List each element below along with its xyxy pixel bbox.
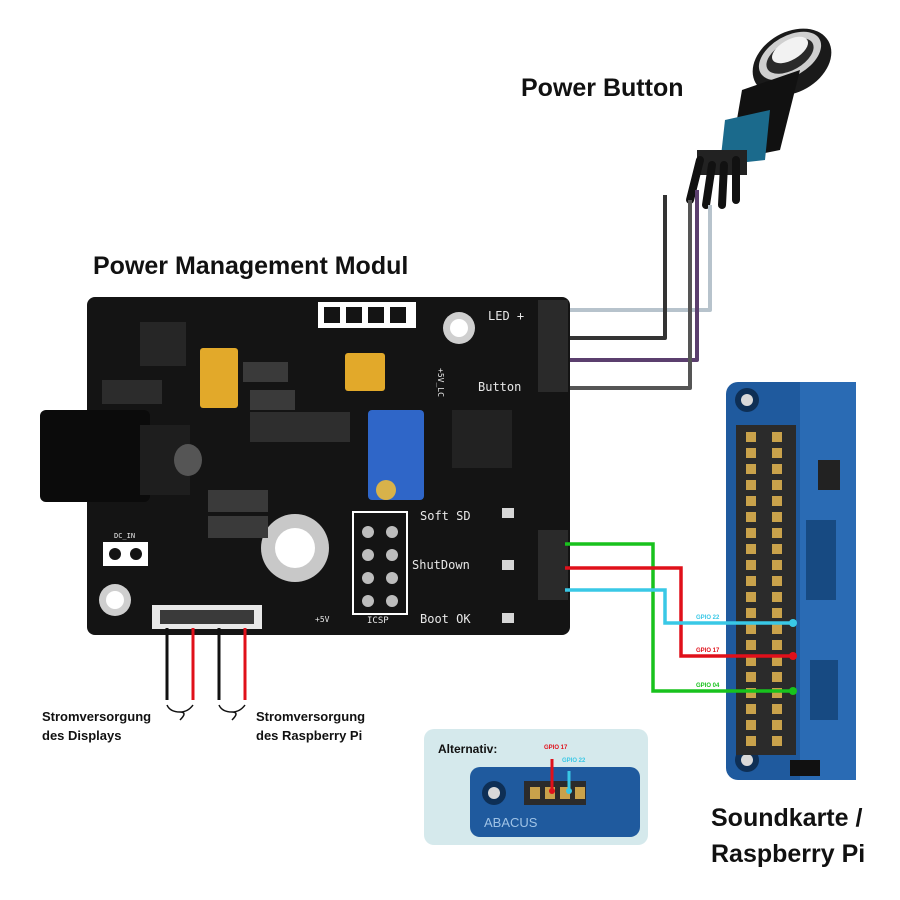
gpio-wires [565, 542, 793, 693]
pi-header-pin [772, 448, 782, 458]
pcb-label-shutdown: ShutDown [412, 558, 470, 572]
caption-display-line2: des Displays [42, 728, 122, 743]
pi-header-pin [746, 672, 756, 682]
pi-header-pin [772, 480, 782, 490]
inset-board-text: ABACUS [484, 815, 538, 830]
pi-header-pin [746, 720, 756, 730]
pi-header-pin [772, 704, 782, 714]
pi-header-pin [746, 688, 756, 698]
power-cables [165, 628, 247, 721]
inset-title: Alternativ: [438, 742, 497, 756]
pi-header-pin [772, 736, 782, 746]
pi-header-pin [772, 464, 782, 474]
pi-header-pin [772, 432, 782, 442]
pi-header-pin [772, 640, 782, 650]
power-button-component [686, 28, 832, 209]
button-wires [565, 190, 712, 390]
inset-gpio17-label: GPIO 17 [544, 745, 568, 751]
pi-header-pin [772, 528, 782, 538]
soundkarte-title-line1: Soundkarte / [711, 804, 863, 832]
pi-header-pin [772, 576, 782, 586]
power-management-board: LED + Button Soft SD ShutDown Boot OK IC… [40, 297, 570, 635]
soundkarte-title-line2: Raspberry Pi [711, 840, 866, 868]
pi-header-pin [772, 720, 782, 730]
pi-header-pins [746, 432, 782, 746]
power-button-title: Power Button [521, 74, 684, 102]
pi-header-pin [772, 544, 782, 554]
pi-header-pin [746, 480, 756, 490]
pi-header-pin [746, 432, 756, 442]
pcb-label-boot-ok: Boot OK [420, 612, 471, 626]
inset-gpio22-label: GPIO 22 [562, 758, 586, 764]
soundcard-board [726, 382, 856, 780]
pi-header-pin [772, 560, 782, 570]
pi-header-pin [746, 624, 756, 634]
pcb-label-dc-in: DC_IN [114, 532, 135, 540]
gpio17-label: GPIO 17 [696, 648, 720, 654]
pi-header-pin [746, 512, 756, 522]
pi-header-pin [746, 496, 756, 506]
pi-header-pin [746, 704, 756, 714]
pcb-label-button: Button [478, 380, 521, 394]
power-management-title: Power Management Modul [93, 252, 409, 280]
inset-drawing: ABACUS Alternativ: GPIO 17 GPIO 22 [438, 742, 640, 837]
pi-header-pin [746, 736, 756, 746]
pi-header-pin [772, 672, 782, 682]
caption-pi-power: Stromversorgung des Raspberry Pi [256, 707, 365, 745]
pi-header-pin [746, 544, 756, 554]
gpio04-label: GPIO 04 [696, 683, 720, 689]
pi-header-pin [746, 592, 756, 602]
caption-pi-line2: des Raspberry Pi [256, 728, 363, 743]
pcb-label-icsp: ICSP [367, 616, 389, 626]
soundkarte-title: Soundkarte / Raspberry Pi [711, 800, 865, 872]
pi-header-pin [772, 688, 782, 698]
pcb-label-led: LED + [488, 309, 524, 323]
pi-header-pin [772, 624, 782, 634]
pi-header-pin [746, 560, 756, 570]
caption-display-power: Stromversorgung des Displays [42, 707, 151, 745]
pi-header-pin [772, 512, 782, 522]
pi-header-pin [746, 448, 756, 458]
pi-header-pin [746, 640, 756, 650]
caption-pi-line1: Stromversorgung [256, 709, 366, 724]
pcb-label-5v: +5V [315, 615, 330, 624]
pi-header-pin [772, 656, 782, 666]
gpio22-label: GPIO 22 [696, 615, 720, 621]
pi-header-pin [746, 528, 756, 538]
caption-display-line1: Stromversorgung [42, 709, 152, 724]
pi-header-pin [772, 496, 782, 506]
pi-header-pin [746, 576, 756, 586]
pi-header-pin [746, 464, 756, 474]
pi-header-pin [772, 608, 782, 618]
pi-header-pin [746, 608, 756, 618]
pcb-label-5v-lc: +5V_LC [436, 368, 445, 397]
pcb-label-soft-sd: Soft SD [420, 509, 471, 523]
pi-header-pin [746, 656, 756, 666]
alternative-inset: ABACUS Alternativ: GPIO 17 GPIO 22 [424, 729, 648, 845]
pi-header-pin [772, 592, 782, 602]
